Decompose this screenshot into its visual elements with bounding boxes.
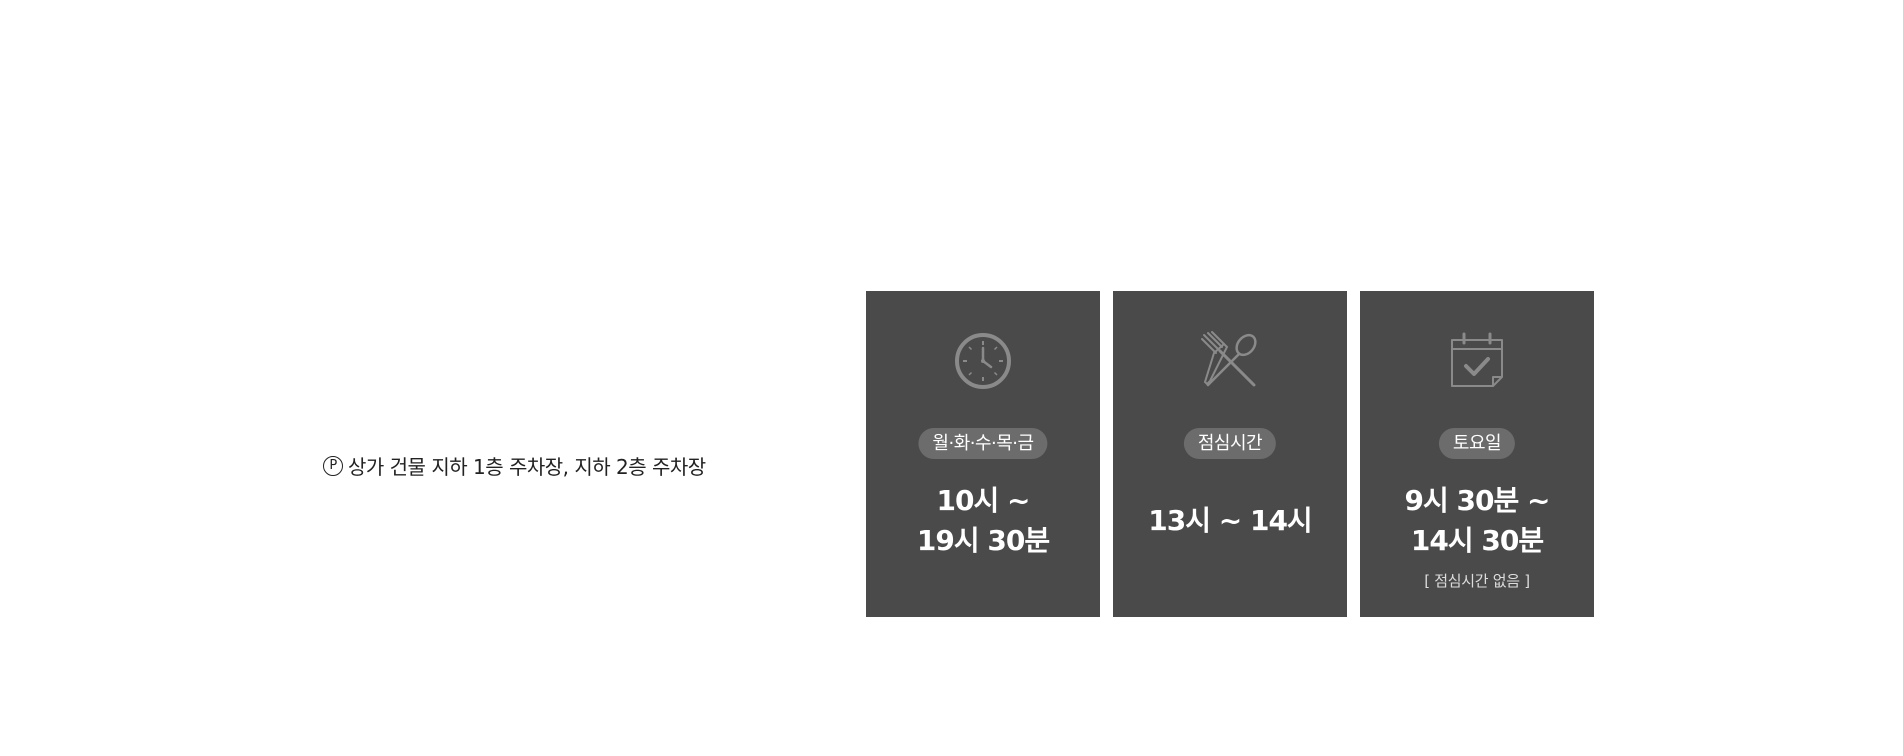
calendar-check-icon xyxy=(1447,331,1507,391)
saturday-time-start: 9시 30분 ~ xyxy=(1404,484,1551,517)
parking-circle-icon: P xyxy=(323,455,343,476)
card-saturday: 토요일 9시 30분 ~ 14시 30분 [ 점심시간 없음 ] xyxy=(1360,291,1594,617)
lunch-hours: 13시 ~ 14시 xyxy=(1148,504,1312,537)
saturday-time-end: 14시 30분 xyxy=(1410,524,1544,557)
weekday-hours: 10시 ~ 19시 30분 xyxy=(866,481,1100,561)
saturday-note: [ 점심시간 없음 ] xyxy=(1424,572,1530,590)
clock-icon xyxy=(953,331,1013,391)
card-lunch: 점심시간 13시 ~ 14시 xyxy=(1113,291,1347,617)
lunch-label: 점심시간 xyxy=(1183,428,1277,459)
parking-info: P 상가 건물 지하 1층 주차장, 지하 2층 주차장 xyxy=(323,451,706,480)
parking-text: 상가 건물 지하 1층 주차장, 지하 2층 주차장 xyxy=(348,455,706,479)
weekday-time-end: 19시 30분 xyxy=(916,524,1050,557)
saturday-label: 토요일 xyxy=(1438,428,1516,459)
saturday-hours: 9시 30분 ~ 14시 30분 xyxy=(1360,481,1594,561)
fork-spoon-icon xyxy=(1200,331,1260,391)
weekday-label: 월·화·수·목·금 xyxy=(918,428,1048,459)
card-weekdays: 월·화·수·목·금 10시 ~ 19시 30분 xyxy=(866,291,1100,617)
weekday-time-start: 10시 ~ xyxy=(936,484,1031,517)
